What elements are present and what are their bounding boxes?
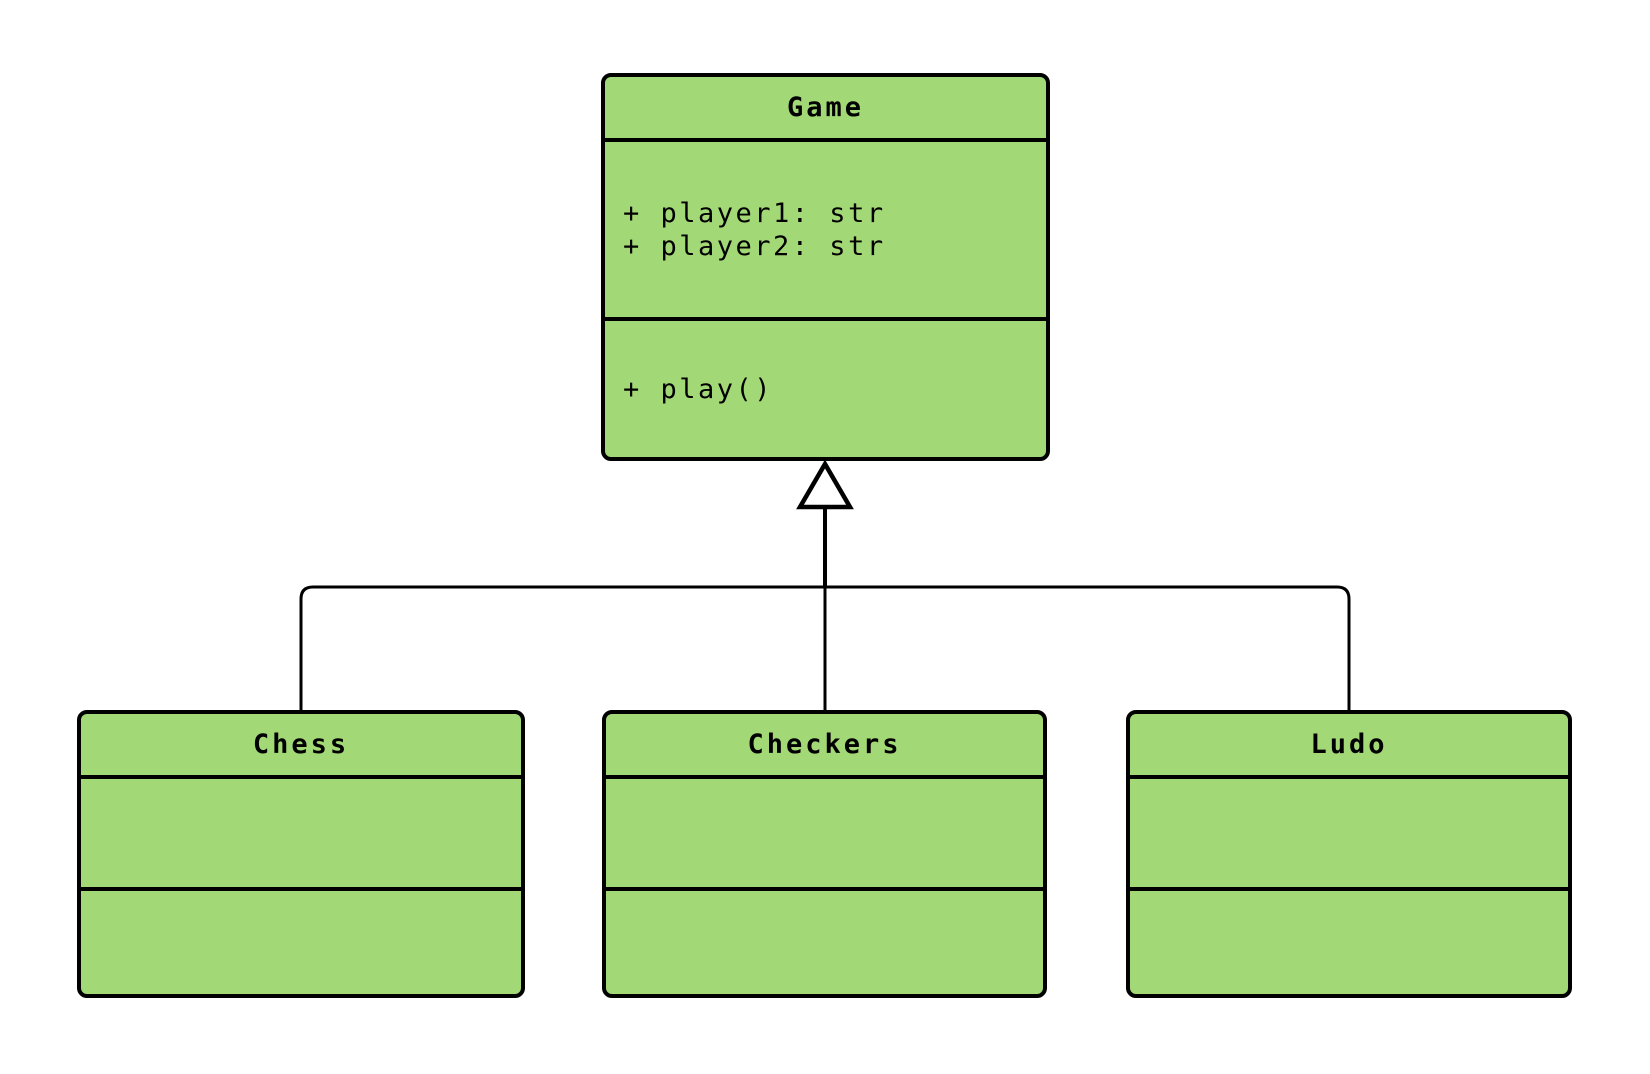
class-chess-attributes [81,779,521,891]
class-chess-title: Chess [81,714,521,779]
class-game-methods: + play() [605,321,1046,457]
inheritance-triangle-icon [796,459,854,510]
class-game-title: Game [605,77,1046,142]
class-chess-box: Chess [77,710,525,998]
class-ludo-title: Ludo [1130,714,1568,779]
class-checkers-box: Checkers [602,710,1047,998]
class-chess-methods [81,891,521,994]
class-game-box: Game + player1: str + player2: str + pla… [601,73,1050,461]
class-checkers-title: Checkers [606,714,1043,779]
class-ludo-box: Ludo [1126,710,1572,998]
class-ludo-methods [1130,891,1568,994]
class-checkers-attributes [606,779,1043,891]
class-ludo-attributes [1130,779,1568,891]
class-checkers-methods [606,891,1043,994]
method-line: + play() [623,373,774,405]
inheritance-branch-rail [299,585,1351,710]
class-game-attributes: + player1: str + player2: str [605,142,1046,321]
attribute-line: + player1: str [623,197,886,229]
attribute-line: + player2: str [623,230,886,262]
